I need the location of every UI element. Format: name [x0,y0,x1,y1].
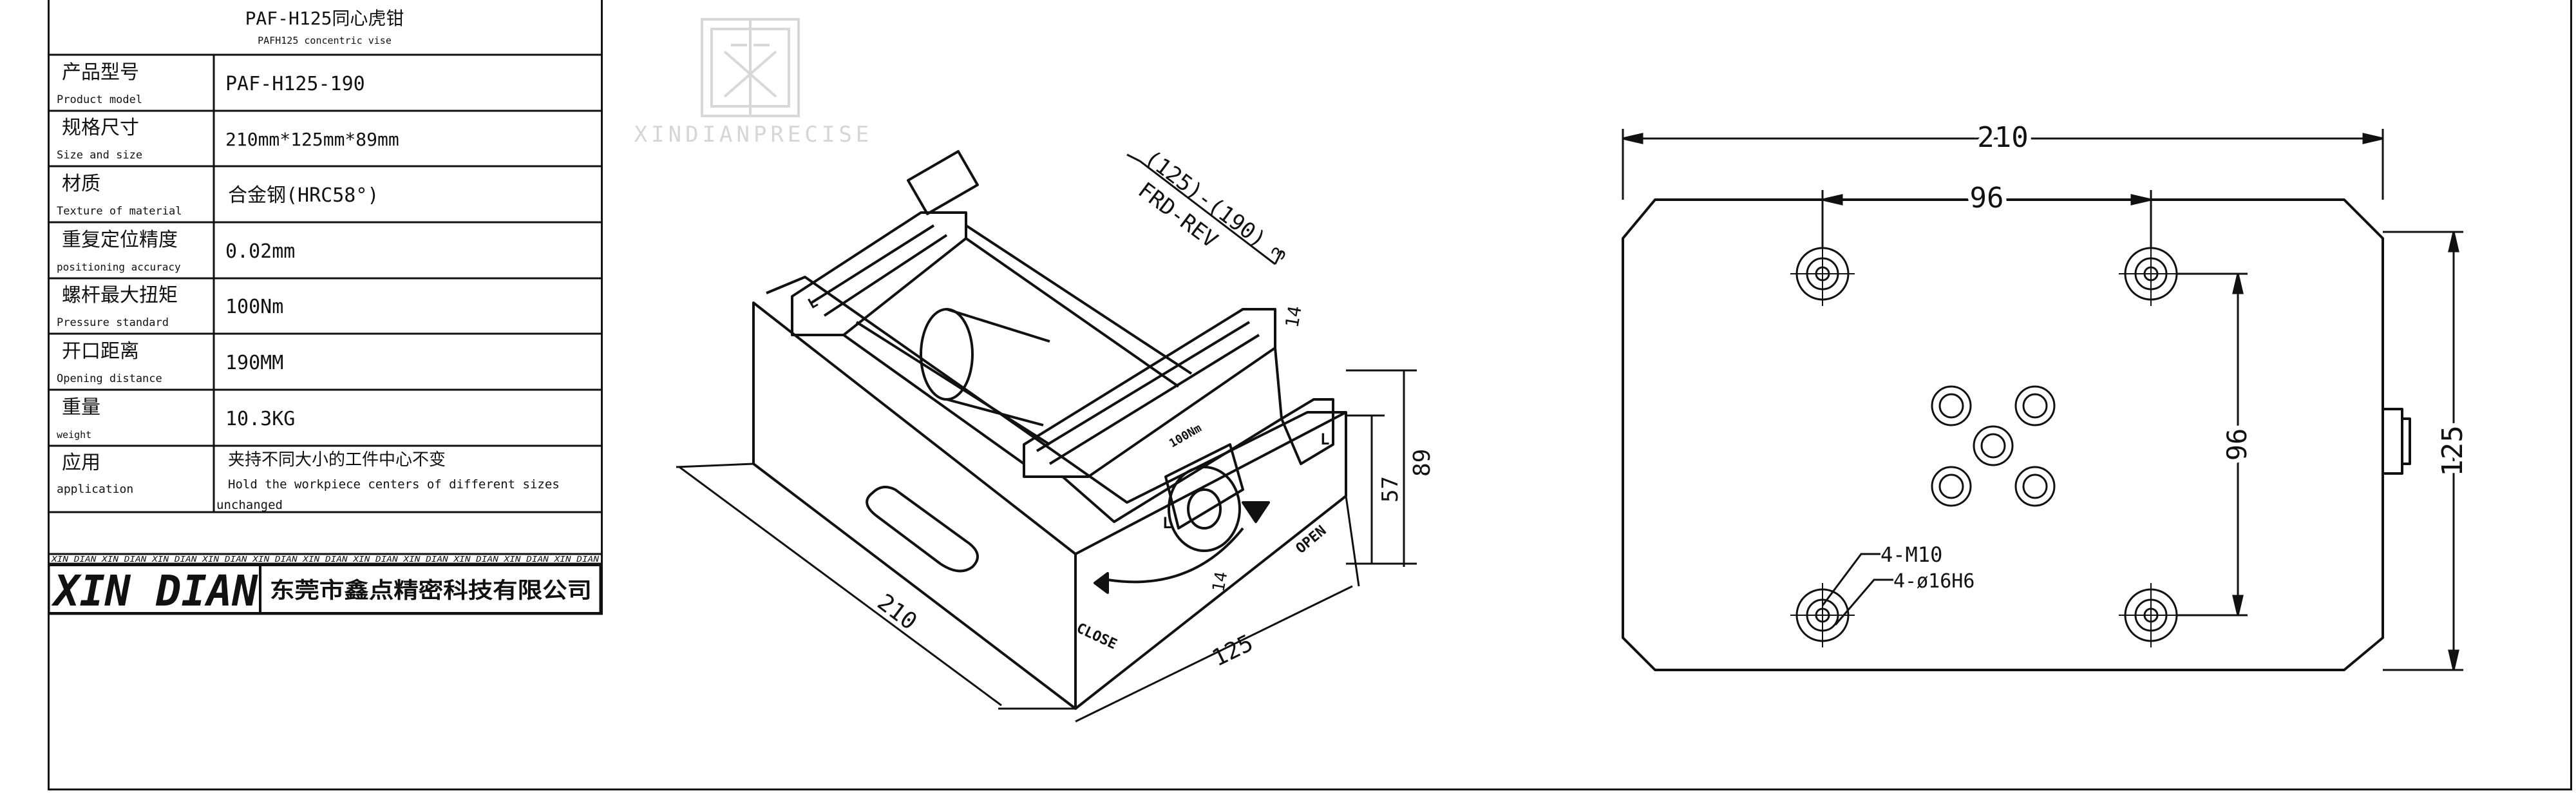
screw-head [1168,466,1241,552]
iso-dim-length: 210 [873,589,922,635]
spec-value-en-cont: unchanged [216,498,283,512]
right-jaw [1023,308,1276,478]
left-jaw [791,211,967,336]
spec-value: PAF-H125-190 [225,73,365,95]
spec-row-application: 应用 application 夹持不同大小的工件中心不变 Hold the wo… [57,450,560,512]
spec-label-cn: 产品型号 [62,61,139,84]
plan-outline [1622,198,2384,671]
spec-value: 210mm*125mm*89mm [225,129,399,150]
spec-label-cn: 材质 [62,173,100,195]
spec-value: 夹持不同大小的工件中心不变 [228,450,446,470]
mounting-holes [1790,242,2183,647]
watermark: XINDIANPRECISE [634,18,873,148]
brand-logo: XIN DIAN [51,566,258,616]
iso-dim-jaw-low: 14 [1209,570,1231,593]
spec-label-en: Size and size [57,149,142,162]
iso-dim-jaw: 14 [1281,304,1305,329]
company-name: 东莞市鑫点精密科技有限公司 [270,578,592,604]
iso-dim-height: 89 [1409,449,1435,477]
spec-label-cn: 螺杆最大扭矩 [62,284,178,307]
spec-row-torque: 螺杆最大扭矩 Pressure standard 100Nm [57,284,283,329]
spec-row-model: 产品型号 Product model PAF-H125-190 [57,61,365,106]
brand-strip: XIN DIAN XIN DIAN XIN DIAN XIN DIAN XIN … [51,555,600,564]
iso-label-open: OPEN [1293,522,1330,557]
spec-value: 0.02mm [225,240,295,263]
spec-table: PAF-H125同心虎钳 PAFH125 concentric vise 产品型… [48,0,603,616]
spec-value: 100Nm [225,296,283,318]
spec-value: 10.3KG [225,408,295,430]
spec-row-accuracy: 重复定位精度 positioning accuracy 0.02mm [57,229,295,273]
spec-row-opening: 开口距离 Opening distance 190MM [57,340,283,385]
plan-view: 210 96 96 125 4-M10 4-ø16H6 [1622,117,2474,671]
title-cn: PAF-H125同心虎钳 [245,8,404,29]
spec-label-en: Opening distance [57,372,162,385]
leader-bore [1834,578,1893,626]
spec-value: 合金钢(HRC58°) [228,184,379,207]
dim-line-width [1075,585,1353,723]
plan-dim-length: 210 [1977,121,2028,154]
close-open-arc [1107,527,1244,584]
spec-label-en: application [57,482,133,496]
plan-dim-width: 125 [2436,425,2469,476]
iso-label-l2: L [1320,430,1329,448]
note-thread: 4-M10 [1880,542,1942,567]
spec-label-en: positioning accuracy [57,261,181,273]
side-slot [866,486,979,573]
spec-label-en: Product model [57,93,142,106]
spec-value: 190MM [225,352,283,374]
plan-dim-holes-y: 96 [2221,428,2253,461]
spec-label-en: Texture of material [57,205,182,218]
spec-label-en: Pressure standard [57,316,169,329]
watermark-logo-icon [701,18,800,117]
spec-label-cn: 重复定位精度 [62,229,178,251]
note-bore: 4-ø16H6 [1893,570,1975,593]
spec-row-size: 规格尺寸 Size and size 210mm*125mm*89mm [57,117,399,162]
isometric-view: 210 125 89 57 (125)-(190) FRD-REV 3 14 1… [676,145,1435,723]
center-holes [1931,385,2056,507]
spec-label-en: weight [57,429,91,441]
spec-label-cn: 开口距离 [62,340,139,363]
spec-value-en: Hold the workpiece centers of different … [228,477,560,492]
spec-row-weight: 重量 weight 10.3KG [57,396,295,441]
plan-side-handle [2382,408,2403,475]
spec-row-material: 材质 Texture of material 合金钢(HRC58°) [57,173,379,218]
spec-label-cn: 重量 [62,396,100,419]
spec-label-cn: 规格尺寸 [62,117,139,139]
screw-cylinder [920,308,974,401]
spec-label-cn: 应用 [62,452,100,474]
title-en: PAFH125 concentric vise [258,35,392,46]
iso-dim-base: 57 [1378,476,1403,502]
iso-label-l1: L [1162,514,1171,532]
dim-line-jaw-range [1139,160,1276,265]
iso-label-close: CLOSE [1074,620,1119,653]
watermark-text: XINDIANPRECISE [634,122,873,148]
plan-dim-holes-x: 96 [1970,182,2004,215]
leader-thread [1821,553,1880,606]
iso-label-torque: 100Nm [1167,421,1204,450]
dim-line-length [679,466,1002,707]
